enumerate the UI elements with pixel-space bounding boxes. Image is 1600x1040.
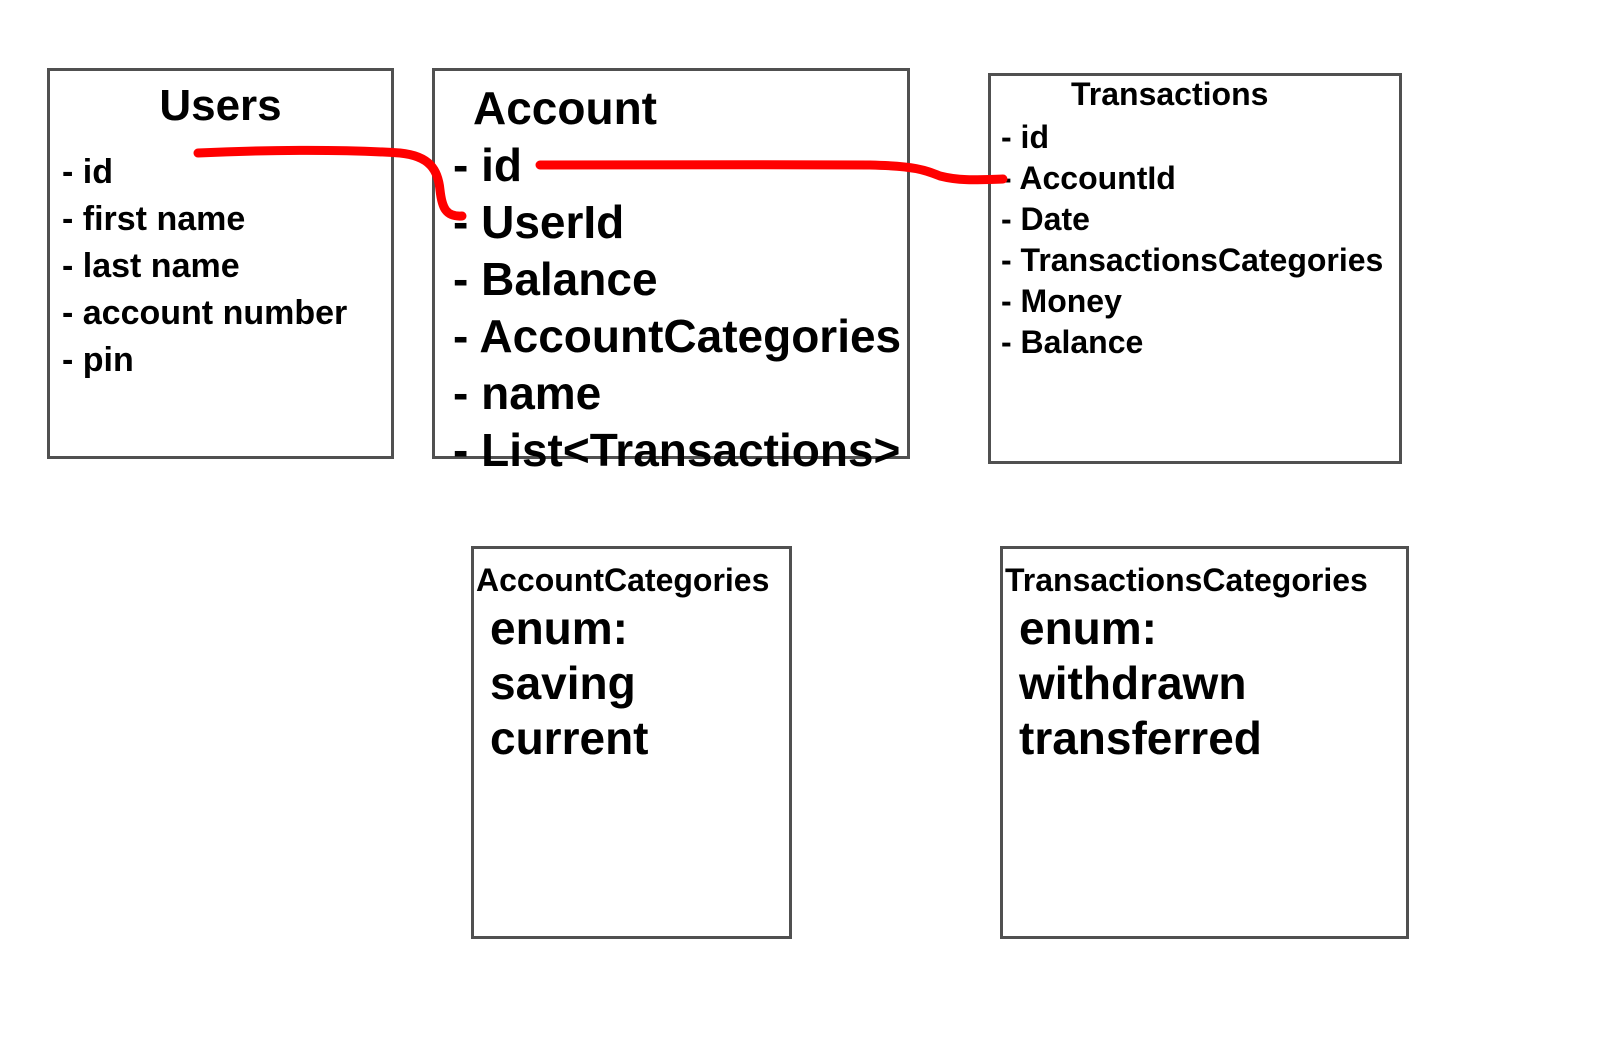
users-field-account-number: - account number xyxy=(62,294,348,332)
account-field-balance: - Balance xyxy=(453,253,658,305)
transactions-categories-value-withdrawn: withdrawn xyxy=(1019,657,1247,709)
users-field-list: - id - first name - last name - account … xyxy=(62,149,347,384)
account-entity-box: Account - id - UserId - Balance - Accoun… xyxy=(432,68,910,476)
account-categories-value-current: current xyxy=(490,712,649,764)
users-entity-box: Users - id - first name - last name - ac… xyxy=(47,68,394,459)
account-field-id: - id xyxy=(453,139,522,191)
transactions-entity-box: Transactions - id - AccountId - Date - T… xyxy=(988,73,1402,464)
transactions-categories-value-transferred: transferred xyxy=(1019,712,1262,764)
transactions-field-money: - Money xyxy=(1001,283,1122,319)
users-entity-title: Users xyxy=(159,81,282,130)
account-field-name: - name xyxy=(453,367,602,419)
transactions-entity-title: Transactions xyxy=(1071,76,1269,112)
account-categories-enum-box: AccountCategories enum: saving current xyxy=(471,546,792,939)
account-categories-value-saving: saving xyxy=(490,657,636,709)
users-field-id: - id xyxy=(62,153,113,191)
account-field-transactions-list: - List<Transactions> xyxy=(453,424,901,476)
account-field-list: - id - UserId - Balance - AccountCategor… xyxy=(453,137,901,479)
account-categories-enum-label: enum: xyxy=(490,602,628,654)
transactions-field-date: - Date xyxy=(1001,201,1090,237)
users-field-last-name: - last name xyxy=(62,247,240,285)
transactions-field-id: - id xyxy=(1001,119,1049,155)
transactions-categories-enum-label: enum: xyxy=(1019,602,1157,654)
transactions-categories-title: TransactionsCategories xyxy=(1005,562,1368,598)
account-categories-title: AccountCategories xyxy=(476,562,770,598)
users-field-pin: - pin xyxy=(62,341,134,379)
transactions-field-accountid: - AccountId xyxy=(1001,160,1176,196)
transactions-field-transactions-categories: - TransactionsCategories xyxy=(1001,242,1384,278)
account-entity-title: Account xyxy=(473,82,657,134)
account-categories-value-list: enum: saving current xyxy=(490,601,648,766)
users-field-first-name: - first name xyxy=(62,200,246,238)
transactions-categories-value-list: enum: withdrawn transferred xyxy=(1019,601,1262,766)
transactions-field-balance: - Balance xyxy=(1001,324,1144,360)
account-field-account-categories: - AccountCategories xyxy=(453,310,902,362)
transactions-field-list: - id - AccountId - Date - TransactionsCa… xyxy=(1001,117,1383,363)
account-field-userid: - UserId xyxy=(453,196,625,248)
transactions-categories-enum-box: TransactionsCategories enum: withdrawn t… xyxy=(1000,546,1409,939)
